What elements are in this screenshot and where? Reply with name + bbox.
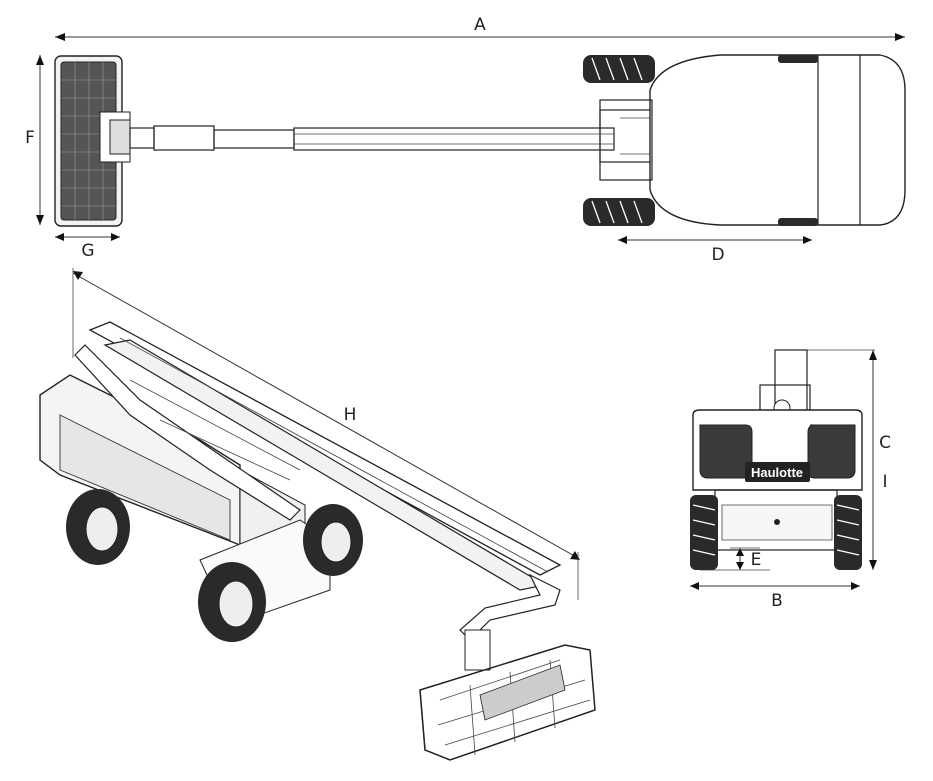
platform-basket-top	[54, 55, 131, 227]
dimension-f: F	[25, 55, 44, 225]
dimension-label-a: A	[474, 15, 486, 35]
dimension-label-c: C	[879, 433, 891, 453]
rear-view: C I B E	[690, 349, 891, 611]
chassis-rear	[714, 489, 838, 551]
dimension-label-d: D	[711, 245, 724, 265]
top-view: A F G D	[25, 15, 906, 265]
turntable-rear: Haulotte	[692, 409, 863, 491]
dimension-g: G	[55, 233, 120, 261]
dimension-d: D	[618, 236, 812, 265]
dimension-a: A	[55, 15, 905, 41]
dimension-label-f: F	[25, 128, 35, 148]
dimension-i: I	[882, 472, 887, 492]
dimension-label-h: H	[344, 405, 357, 425]
dimension-label-b: B	[771, 591, 783, 611]
brand-logo: Haulotte	[751, 465, 803, 480]
wheels-rear	[690, 495, 862, 570]
dimension-h: H	[72, 268, 580, 600]
chassis-top	[599, 54, 906, 226]
perspective-view: H	[39, 268, 596, 761]
jib-and-basket-perspective	[419, 573, 596, 761]
dimension-label-g: G	[81, 241, 94, 261]
dimension-b: B	[690, 582, 860, 611]
chassis-perspective	[39, 374, 331, 626]
dimension-label-i: I	[882, 472, 887, 492]
boom-perspective	[74, 321, 562, 591]
wheels-perspective	[66, 489, 363, 642]
wheels-top	[583, 55, 818, 226]
dimension-label-e: E	[751, 550, 762, 570]
